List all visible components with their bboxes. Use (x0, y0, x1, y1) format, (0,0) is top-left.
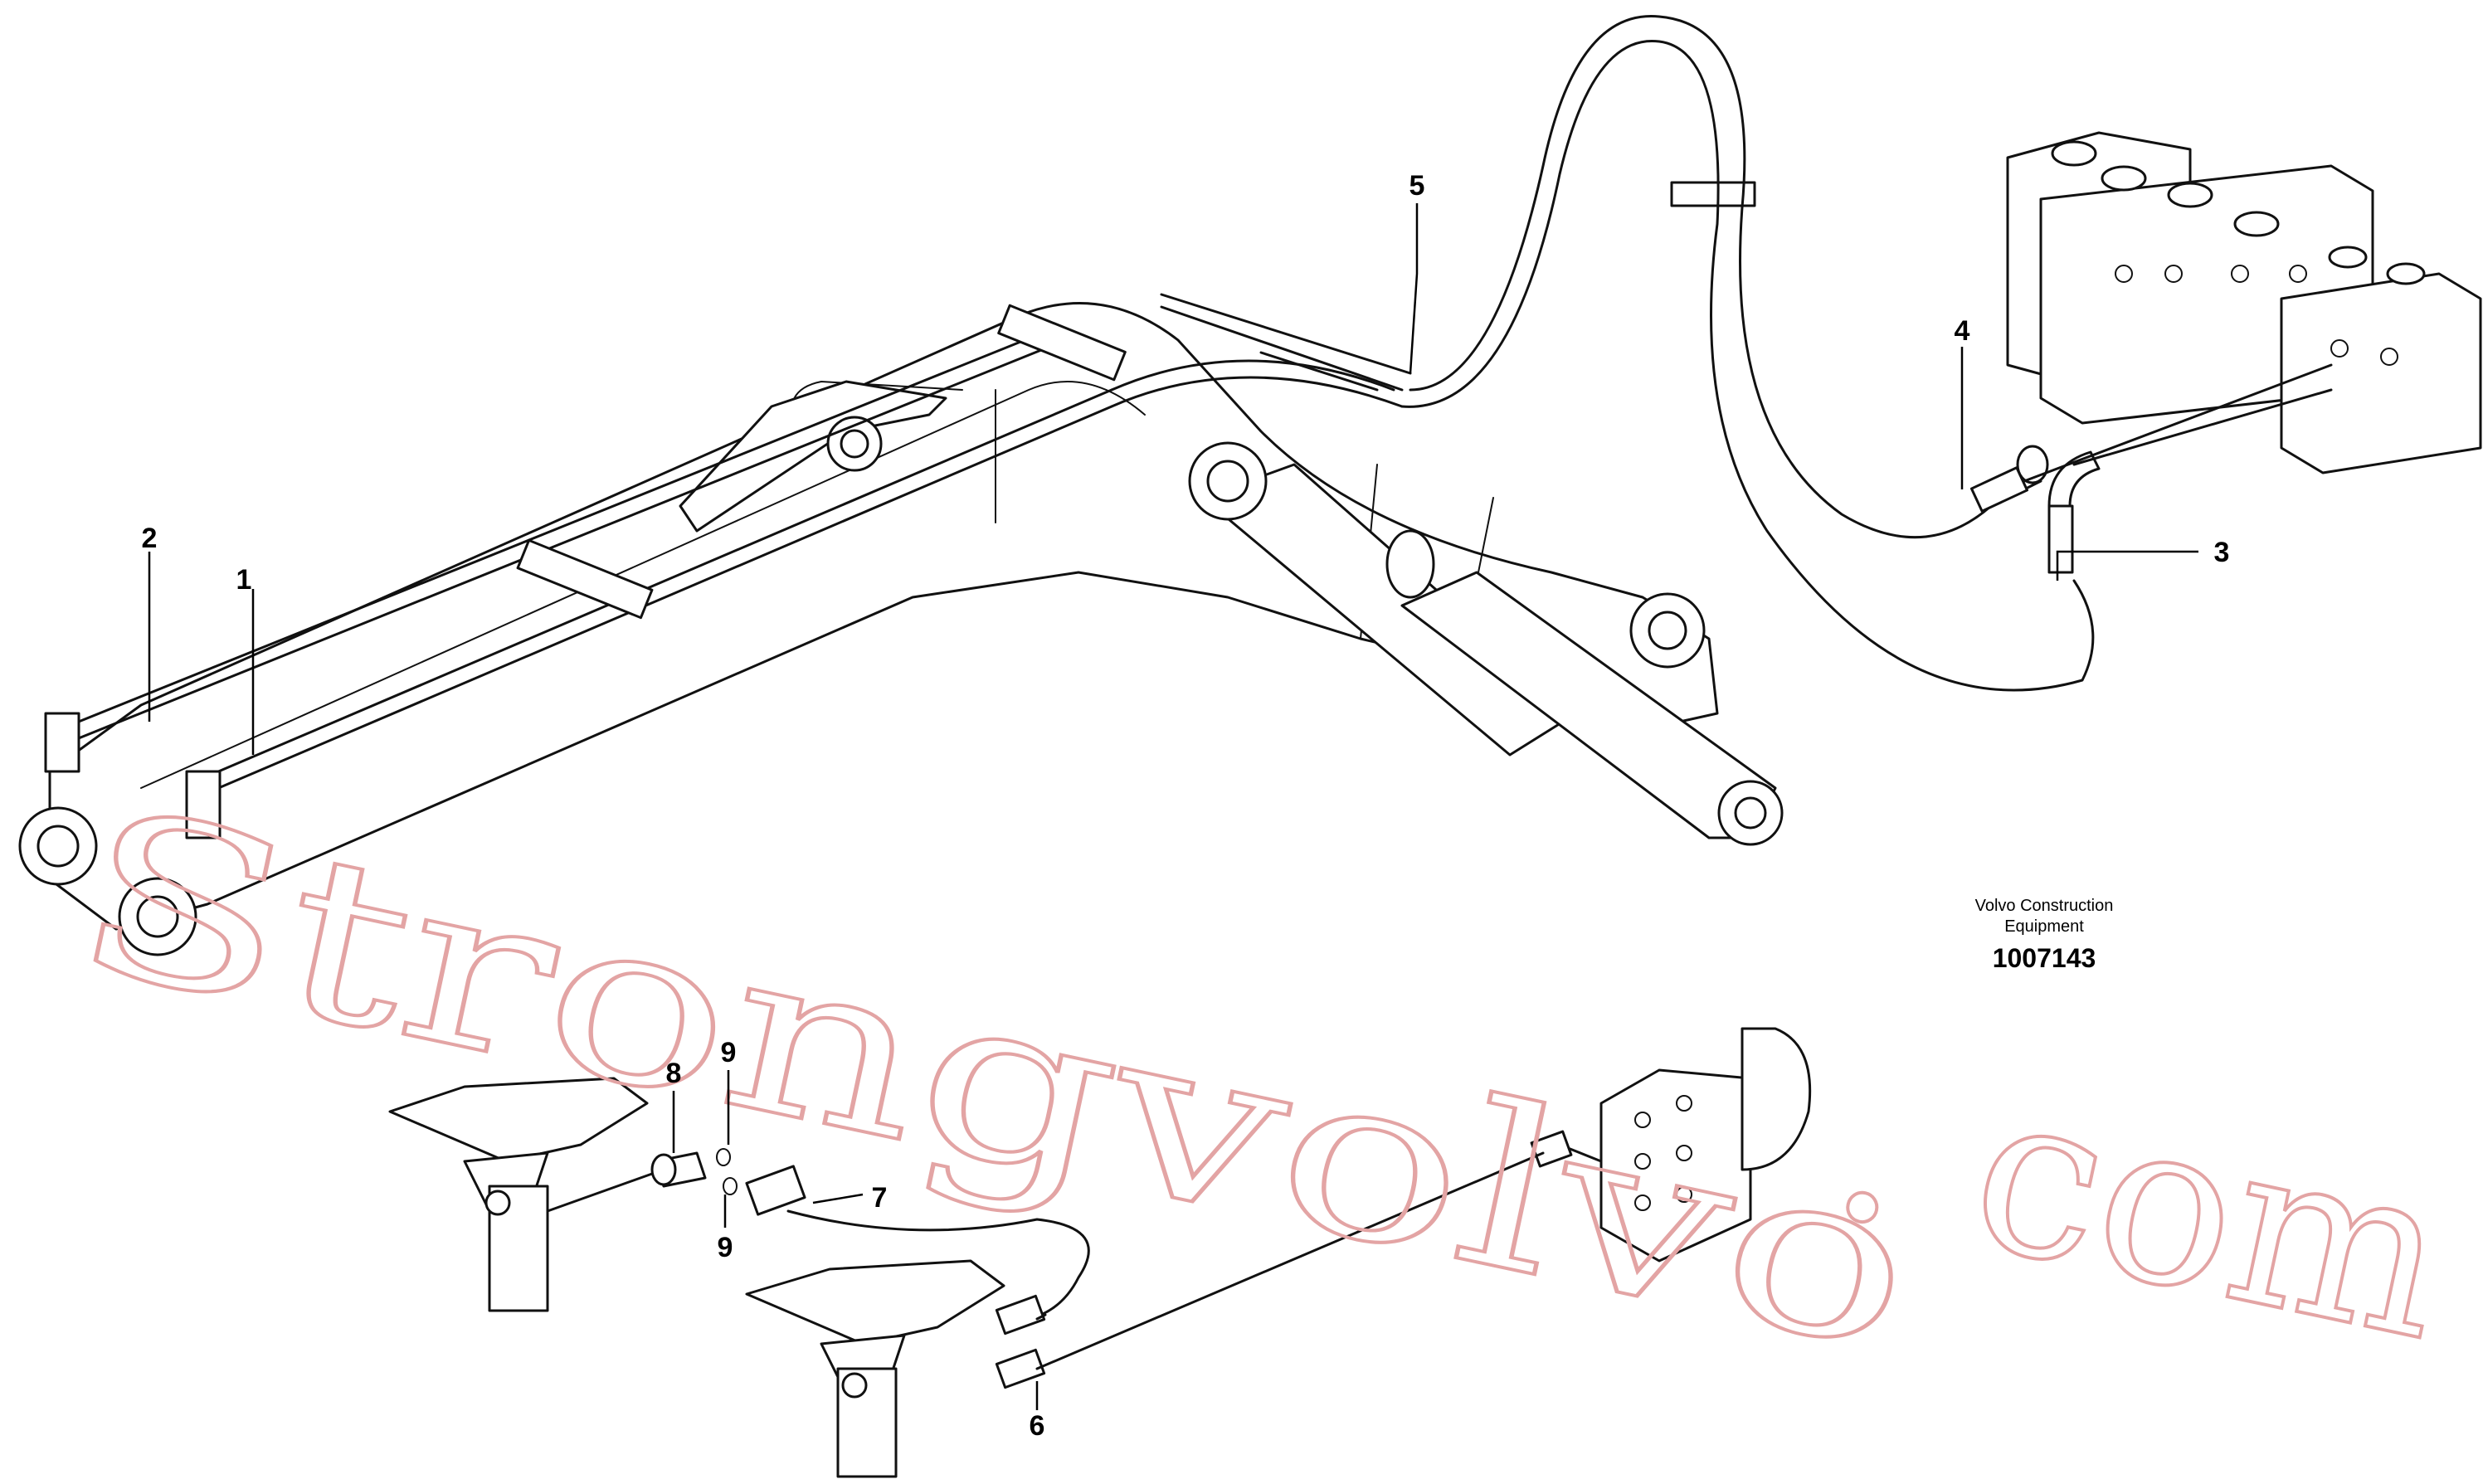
hose-loop (1400, 15, 2095, 692)
pedal-lower (745, 1259, 1005, 1478)
boom-arm (18, 302, 1719, 956)
callout-3: 3 (2214, 537, 2230, 568)
callout-9-lower: 9 (718, 1232, 733, 1263)
fittings-3-4 (1969, 363, 2333, 574)
pipe-clamps (44, 181, 1756, 839)
watermark-text-2: . com (1814, 1007, 2469, 1390)
callout-2: 2 (142, 523, 158, 554)
callout-1: 1 (236, 564, 252, 596)
callout-8: 8 (666, 1058, 682, 1089)
caption-reference-number: 1007143 (1993, 943, 2096, 973)
caption-line-1: Volvo Construction (1975, 897, 2114, 915)
pedal-valve-block (1530, 1027, 1812, 1263)
callout-leaders (148, 203, 2198, 1410)
figure-caption: Volvo Construction Equipment 1007143 (1975, 897, 2114, 973)
callout-6: 6 (1030, 1410, 1045, 1442)
callout-7: 7 (872, 1182, 888, 1214)
callout-9-upper: 9 (721, 1037, 737, 1068)
watermark: Strongvolvo . com (54, 757, 2471, 1404)
caption-line-2: Equipment (2004, 917, 2084, 936)
callout-5: 5 (1409, 170, 1425, 202)
boom-cylinder (1188, 441, 1784, 846)
pedal-upper (388, 1077, 649, 1312)
callout-4: 4 (1955, 315, 1970, 347)
pedal-hoses (546, 1148, 1545, 1389)
control-valve-block (2006, 131, 2482, 474)
boom-pipes (56, 293, 1412, 798)
callout-labels: 1 2 3 4 5 6 7 8 9 9 (142, 170, 2230, 1442)
